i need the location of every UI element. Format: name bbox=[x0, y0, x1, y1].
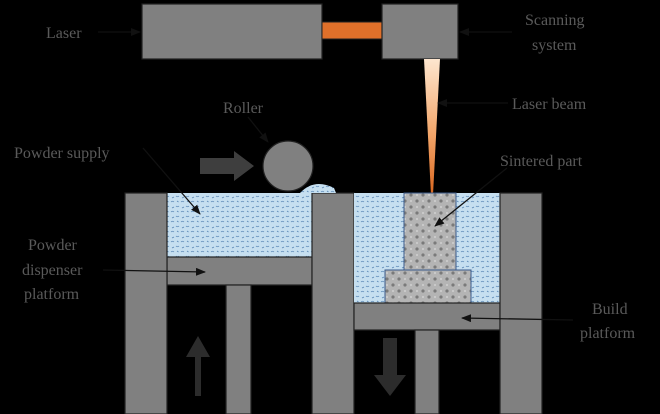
sintered-part-column bbox=[403, 192, 457, 271]
label-laser: Laser bbox=[46, 25, 82, 42]
powder-dispenser-platform bbox=[166, 256, 313, 286]
scanning-system-unit bbox=[381, 3, 459, 60]
label-dispenser-platform: platform bbox=[24, 286, 80, 303]
laser-link-bar bbox=[321, 21, 383, 40]
label-powder: Powder bbox=[28, 237, 78, 254]
left-outer-wall bbox=[124, 192, 168, 414]
label-sintered-part: Sintered part bbox=[500, 153, 583, 170]
roller-leader bbox=[247, 116, 269, 143]
label-scanning: Scanning bbox=[525, 12, 585, 29]
center-wall bbox=[311, 192, 355, 414]
sintered-part-base bbox=[384, 269, 472, 304]
build-piston bbox=[414, 329, 440, 414]
build-platform bbox=[353, 302, 501, 331]
build-down-arrow bbox=[374, 338, 406, 396]
label-build: Build bbox=[592, 301, 628, 318]
laser-unit bbox=[141, 3, 323, 60]
right-outer-wall bbox=[499, 192, 543, 414]
label-laser-beam: Laser beam bbox=[512, 96, 587, 113]
dispenser-up-arrow bbox=[186, 336, 210, 396]
powder-supply-bed bbox=[167, 193, 312, 257]
powder-supply-leader bbox=[142, 147, 201, 215]
label-system: system bbox=[532, 37, 577, 54]
dispenser-leader bbox=[102, 267, 206, 276]
dispenser-piston bbox=[225, 284, 252, 414]
sintered-part-leader bbox=[434, 167, 508, 227]
label-build-platform: platform bbox=[580, 325, 636, 342]
label-dispenser: dispenser bbox=[22, 262, 83, 279]
label-roller: Roller bbox=[223, 100, 264, 117]
roller bbox=[262, 140, 314, 192]
spread-powder-mound bbox=[300, 184, 336, 193]
build-leader bbox=[461, 314, 574, 323]
roller-direction-arrow bbox=[200, 151, 254, 181]
label-powder-supply: Powder supply bbox=[14, 145, 110, 162]
laser-beam bbox=[424, 59, 440, 195]
